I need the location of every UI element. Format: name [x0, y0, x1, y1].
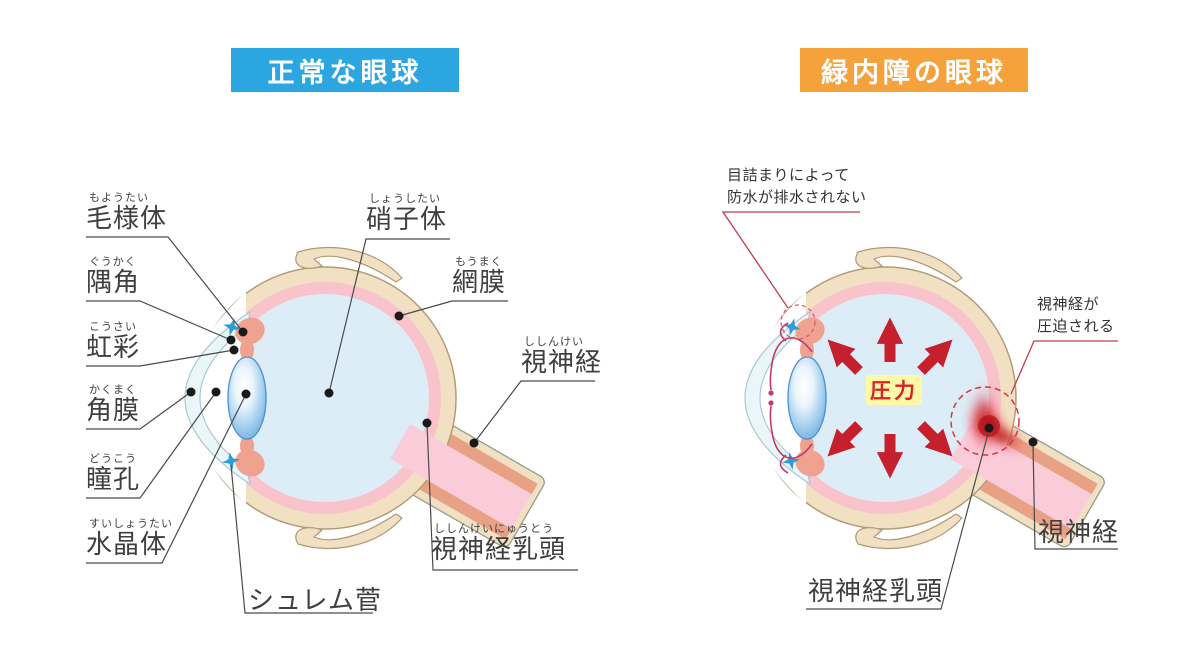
- clogged-angle-dashed-circle: [780, 304, 816, 340]
- label-cornea-text: 角膜: [86, 395, 141, 425]
- leader-lines: [86, 236, 1118, 614]
- label-cornea: かくまく 角膜: [86, 385, 140, 425]
- compressed-disc-dashed-circle: [950, 386, 1020, 456]
- label-ciliary-body: もようたい 毛様体: [86, 193, 167, 233]
- label-ciliary-body-ruby: もようたい: [89, 192, 149, 204]
- aqueous-flow-lines: [769, 322, 813, 474]
- label-vitreous-text: 硝子体: [366, 204, 448, 234]
- glaucoma-eye-title: 緑内障の眼球: [800, 48, 1028, 92]
- flow-dot-bottom: [768, 400, 774, 406]
- label-optic-disc-right: 視神経乳頭: [808, 577, 943, 606]
- annotation-nerve-compressed-line1: 視神経が: [1037, 296, 1100, 313]
- label-angle-text: 隅角: [86, 267, 141, 297]
- leader-dots: [186, 311, 1038, 448]
- annotation-clogged-line2: 防水が排水されない: [727, 188, 867, 206]
- pressure-arrows: [827, 317, 953, 479]
- pressure-label: 圧力: [866, 375, 922, 405]
- annotation-nerve-compressed-line2: 圧迫される: [1037, 317, 1115, 335]
- label-optic-disc-text: 視神経乳頭: [431, 534, 567, 564]
- label-optic-nerve: ししんけい 視神経: [521, 337, 602, 377]
- glaucoma-eye: [744, 246, 1108, 550]
- label-lens-ruby: すいしょうたい: [89, 518, 173, 530]
- label-pupil: どうこう 瞳孔: [86, 454, 140, 494]
- label-schlemm-canal-text: シュレム菅: [248, 585, 382, 615]
- label-optic-nerve-text: 視神経: [521, 347, 603, 377]
- label-ciliary-body-text: 毛様体: [86, 203, 168, 233]
- label-schlemm-canal: シュレム菅: [248, 586, 382, 615]
- label-optic-nerve-ruby: ししんけい: [524, 336, 584, 348]
- label-vitreous: しょうしたい 硝子体: [366, 194, 447, 234]
- label-cornea-ruby: かくまく: [89, 384, 137, 396]
- label-retina: もうまく 網膜: [452, 257, 506, 297]
- normal-eye-title: 正常な眼球: [231, 48, 459, 92]
- label-iris: こうさい 虹彩: [86, 322, 140, 362]
- label-iris-text: 虹彩: [86, 332, 141, 362]
- annotation-clogged-drainage: 目詰まりによって 防水が排水されない: [727, 165, 867, 209]
- flow-dot-top: [768, 390, 774, 396]
- annotation-clogged-line1: 目詰まりによって: [727, 167, 850, 184]
- label-iris-ruby: こうさい: [89, 321, 137, 333]
- label-vitreous-ruby: しょうしたい: [369, 193, 441, 205]
- label-pupil-text: 瞳孔: [86, 464, 141, 494]
- label-optic-nerve-right-text: 視神経: [1038, 517, 1120, 547]
- label-optic-disc-right-text: 視神経乳頭: [808, 576, 944, 606]
- label-retina-ruby: もうまく: [455, 256, 503, 268]
- label-lens-text: 水晶体: [86, 529, 168, 559]
- label-optic-disc-ruby: ししんけいにゅうとう: [434, 523, 554, 535]
- label-optic-disc: ししんけいにゅうとう 視神経乳頭: [431, 524, 566, 564]
- label-angle: ぐうかく 隅角: [86, 257, 140, 297]
- label-optic-nerve-right: 視神経: [1038, 518, 1119, 547]
- annotation-nerve-compressed: 視神経が 圧迫される: [1037, 294, 1115, 338]
- label-retina-text: 網膜: [452, 267, 507, 297]
- red-leader-lines: [721, 211, 1118, 395]
- label-angle-ruby: ぐうかく: [89, 256, 137, 268]
- label-pupil-ruby: どうこう: [89, 453, 137, 465]
- label-lens: すいしょうたい 水晶体: [86, 519, 173, 559]
